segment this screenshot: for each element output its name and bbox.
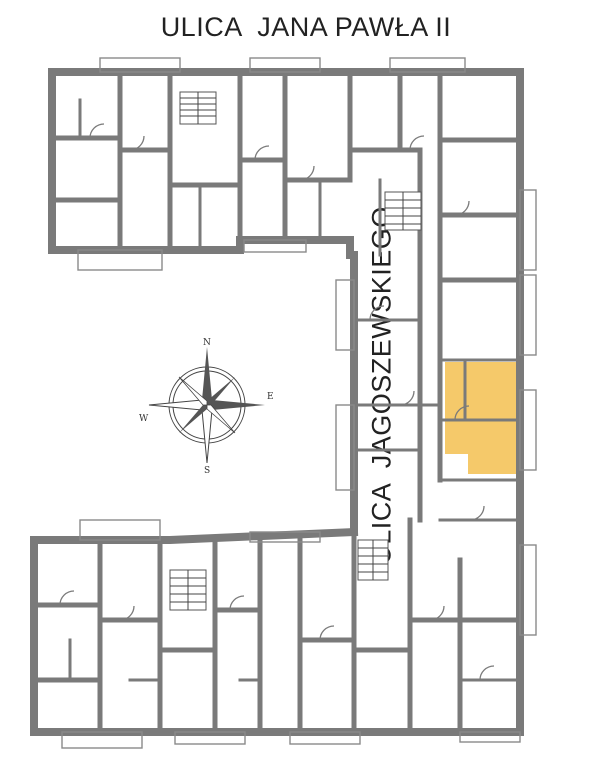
compass-south-label: S <box>204 466 210 476</box>
balconies <box>61 57 537 749</box>
interior-walls-bottom <box>31 517 523 735</box>
stair-steps-3 <box>170 570 206 610</box>
interior-walls-top <box>49 69 523 523</box>
stair-steps-2 <box>385 192 421 230</box>
highlighted-apartment[interactable] <box>445 362 518 474</box>
compass-west-label: W <box>139 414 149 424</box>
compass-rose: N E S W <box>139 338 274 476</box>
stairwells <box>169 91 422 611</box>
compass-north-label: N <box>203 338 211 348</box>
door-swings <box>59 123 495 681</box>
stair-steps-4 <box>358 540 388 580</box>
compass-east-label: E <box>267 392 274 402</box>
street-label-top: ULICA JANA PAWŁA II <box>160 12 452 42</box>
stair-steps-1 <box>180 92 216 124</box>
